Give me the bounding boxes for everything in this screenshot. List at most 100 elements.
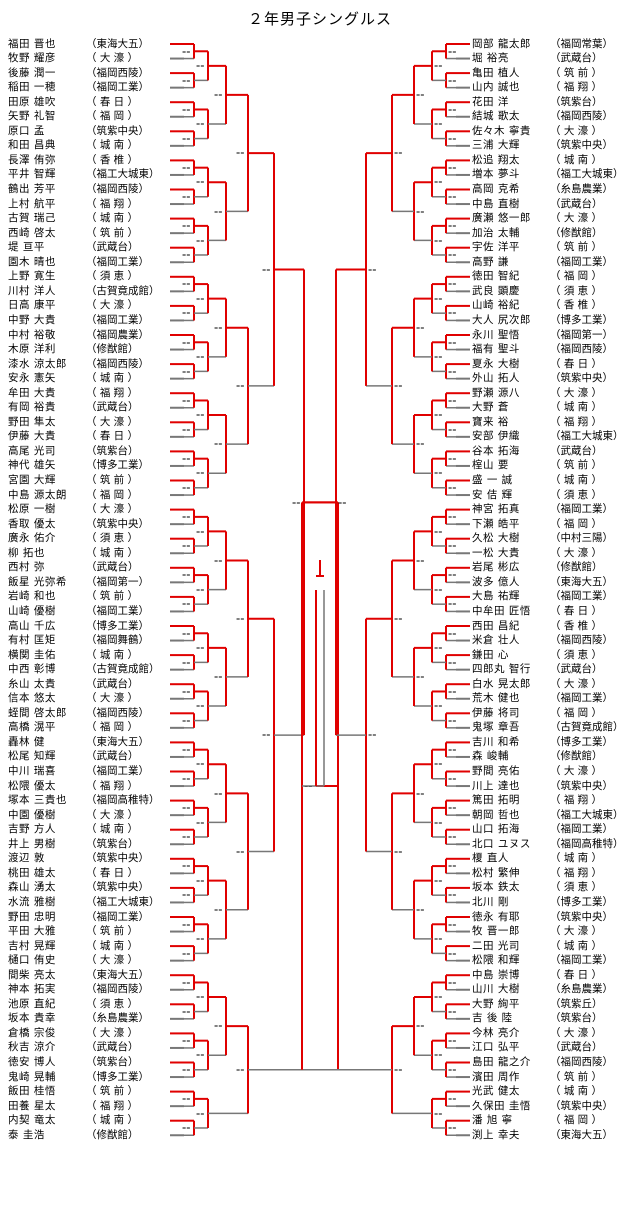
player-name: 上村 航平	[8, 197, 56, 210]
right-player-row: 大野 蒼（ 城 南 ）	[472, 401, 632, 414]
player-name: 佐々木 寧貴	[472, 124, 531, 137]
score-mark: ==	[394, 617, 402, 623]
right-player-row: 潘 旭 寧（ 福 岡 ）	[472, 1114, 632, 1127]
player-school: （武蔵台）	[86, 241, 139, 254]
left-player-row: 中川 瑞喜（福岡工業）	[8, 765, 168, 778]
player-school: （福岡工業）	[86, 765, 149, 777]
score-mark: ==	[292, 500, 300, 506]
left-player-row: 木原 洋利（修猷館）	[8, 343, 168, 356]
left-player-row: 伊藤 大貴（ 春 日 ）	[8, 430, 168, 443]
player-school: （ 福 翔 ）	[550, 81, 603, 94]
score-mark: ==	[182, 748, 190, 754]
right-player-row: 松追 翔太（ 城 南 ）	[472, 154, 632, 167]
player-school: （ 筑 前 ）	[86, 1085, 139, 1098]
player-school: （糸島農業）	[86, 1012, 149, 1025]
left-player-row: 福田 晋也（東海大五）	[8, 38, 168, 51]
player-name: 松隈 和輝	[472, 954, 520, 967]
player-school: （ 城 南 ）	[550, 153, 603, 166]
player-name: 外山 拓人	[472, 372, 520, 385]
score-mark: ==	[182, 1126, 190, 1132]
left-player-row: 日高 康平（ 大 濠 ）	[8, 299, 168, 312]
score-mark: ==	[182, 864, 190, 870]
player-name: 平井 智輝	[8, 168, 56, 181]
score-mark: ==	[214, 326, 222, 332]
player-school: （武蔵台）	[86, 677, 139, 690]
player-school: （福岡常葉）	[550, 37, 613, 50]
score-mark: ==	[394, 1068, 402, 1074]
player-school: （ 大 濠 ）	[550, 212, 603, 225]
player-name: 中島 崇博	[472, 968, 520, 981]
right-player-row: 大島 祐輝（福岡工業）	[472, 590, 632, 603]
left-player-row: 香取 優太（筑紫中央）	[8, 518, 168, 531]
left-player-row: 高橋 滉平（ 福 岡 ）	[8, 721, 168, 734]
right-player-row: 亀田 植人（ 筑 前 ）	[472, 67, 632, 80]
score-mark: ==	[448, 602, 456, 608]
player-school: （ 春 日 ）	[550, 968, 603, 981]
score-mark: ==	[196, 529, 204, 535]
score-mark: ==	[448, 486, 456, 492]
right-player-row: 高岡 克希（糸島農業）	[472, 183, 632, 196]
left-player-row: 飯星 光弥希（福岡第一）	[8, 576, 168, 589]
left-player-row: 松尾 知輝（武蔵台）	[8, 750, 168, 763]
player-school: （古賀竟成館）	[86, 663, 160, 676]
score-mark: ==	[182, 282, 190, 288]
player-name: 坂本 貴幸	[8, 1012, 56, 1025]
player-name: 柳 拓也	[8, 546, 45, 559]
score-mark: ==	[434, 297, 442, 303]
score-mark: ==	[182, 893, 190, 899]
player-school: （修猷館）	[86, 343, 139, 356]
player-name: 吉 後 陸	[472, 1012, 513, 1025]
player-name: 大人 尻次郎	[472, 313, 531, 326]
player-school: （ 城 南 ）	[550, 1085, 603, 1098]
score-mark: ==	[214, 93, 222, 99]
player-school: （ 城 南 ）	[550, 852, 603, 865]
score-mark: ==	[262, 733, 270, 739]
score-mark: ==	[448, 1039, 456, 1045]
player-school: （筑紫中央）	[550, 372, 613, 385]
player-school: （福岡工業）	[86, 910, 149, 923]
score-mark: ==	[448, 49, 456, 55]
score-mark: ==	[416, 209, 424, 215]
player-name: 日高 康平	[8, 299, 56, 312]
player-name: 有岡 裕貴	[8, 401, 56, 414]
left-player-row: 矢野 礼智（ 福 岡 ）	[8, 110, 168, 123]
right-player-row: 四郎丸 智行（武蔵台）	[472, 663, 632, 676]
left-player-row: 塚本 三貴也（福岡高稚特）	[8, 794, 168, 807]
player-school: （ 大 濠 ）	[86, 1026, 139, 1039]
player-school: （福岡工業）	[550, 590, 613, 603]
score-mark: ==	[448, 544, 456, 550]
player-name: 四郎丸 智行	[472, 663, 531, 676]
score-mark: ==	[448, 137, 456, 143]
player-school: （福岡工業）	[86, 81, 149, 94]
player-name: 榁山 要	[472, 459, 509, 472]
score-mark: ==	[182, 457, 190, 463]
score-mark: ==	[448, 282, 456, 288]
player-name: 神本 拓実	[8, 983, 56, 996]
player-school: （ 城 南 ）	[86, 372, 139, 385]
player-name: 下瀬 皓平	[472, 517, 520, 530]
player-name: 山崎 優樹	[8, 604, 56, 617]
player-name: 上野 寛生	[8, 270, 56, 283]
player-school: （筑紫中央）	[86, 517, 149, 530]
right-player-row: 堀 裕亮（武蔵台）	[472, 52, 632, 65]
player-school: （ 須 恵 ）	[86, 270, 139, 283]
player-name: 松村 繁伸	[472, 866, 520, 879]
left-player-row: 中西 彰博（古賀竟成館）	[8, 663, 168, 676]
left-player-row: 原口 孟（筑紫中央）	[8, 125, 168, 138]
player-name: 一松 大貴	[472, 546, 520, 559]
left-player-row: 内契 竜太（ 城 南 ）	[8, 1114, 168, 1127]
player-school: （ 須 恵 ）	[86, 997, 139, 1010]
player-name: 永川 聖悟	[472, 328, 520, 341]
player-school: （ 大 濠 ）	[86, 692, 139, 705]
score-mark: ==	[196, 471, 204, 477]
right-player-row: 久松 大樹（中村三陽）	[472, 532, 632, 545]
score-mark: ==	[182, 573, 190, 579]
right-player-row: 外山 拓人 （筑紫中央）	[472, 372, 632, 385]
right-player-row: 大人 尻次郎（博多工業）	[472, 314, 632, 327]
left-player-row: 中村 裕敬（福岡農業）	[8, 329, 168, 342]
score-mark: ==	[214, 675, 222, 681]
player-name: 堀 裕亮	[472, 52, 509, 65]
player-name: 高山 千広	[8, 619, 56, 632]
player-school: （ 城 南 ）	[86, 1114, 139, 1127]
left-player-row: 牟田 大貴（ 福 翔 ）	[8, 387, 168, 400]
